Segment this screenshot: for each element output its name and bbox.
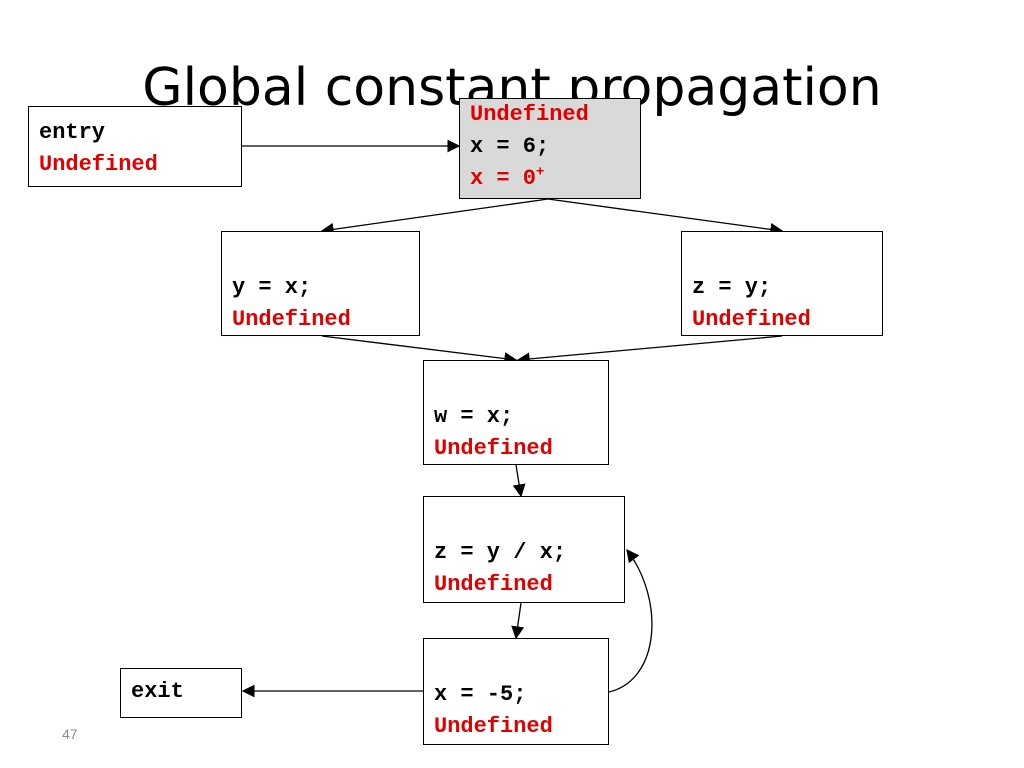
exit-block: exit xyxy=(120,668,242,718)
edge-x6-to-z xyxy=(547,198,784,236)
edge-loop-back xyxy=(608,548,653,693)
y-eq-x-state: Undefined xyxy=(232,307,351,332)
edge-x6-to-y xyxy=(320,198,549,236)
w-eq-x-block: w = x; Undefined xyxy=(423,360,609,465)
edge-zdiv-to-xm5 xyxy=(511,602,525,640)
assign-x6-statement: x = 6; xyxy=(470,134,550,159)
edge-y-to-w xyxy=(321,335,518,366)
y-eq-x-statement: y = x; xyxy=(232,275,312,300)
z-eq-y-div-x-state: Undefined xyxy=(434,572,553,597)
w-eq-x-state: Undefined xyxy=(434,436,553,461)
entry-label: entry xyxy=(39,120,106,145)
z-eq-y-div-x-block: z = y / x; Undefined xyxy=(423,496,625,603)
assign-x6-state-out: x = 0+ xyxy=(470,164,545,191)
edge-z-to-w xyxy=(516,335,783,366)
x-eq-minus5-state: Undefined xyxy=(434,714,553,739)
assign-x6-block: Undefined x = 6; x = 0+ xyxy=(459,98,641,199)
entry-state: Undefined xyxy=(39,152,158,177)
z-eq-y-state: Undefined xyxy=(692,307,811,332)
z-eq-y-statement: z = y; xyxy=(692,275,772,300)
page-number: 47 xyxy=(62,726,78,742)
w-eq-x-statement: w = x; xyxy=(434,404,514,429)
exit-label: exit xyxy=(131,679,184,704)
x-eq-minus5-block: x = -5; Undefined xyxy=(423,638,609,745)
assign-x6-state-in: Undefined xyxy=(470,102,589,127)
superscript-plus: + xyxy=(536,164,545,181)
y-eq-x-block: y = x; Undefined xyxy=(221,231,420,336)
edge-w-to-zdiv xyxy=(512,464,526,498)
z-eq-y-div-x-statement: z = y / x; xyxy=(434,540,567,565)
z-eq-y-block: z = y; Undefined xyxy=(681,231,883,336)
x-eq-minus5-statement: x = -5; xyxy=(434,682,527,707)
entry-block: entry Undefined xyxy=(28,106,242,187)
